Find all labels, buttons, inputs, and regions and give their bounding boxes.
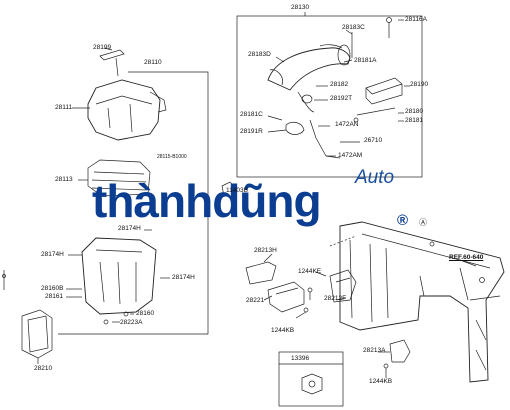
label-26710: 26710 <box>364 137 383 144</box>
label-28113: 28113 <box>55 176 73 183</box>
label-28174H-top: 28174H <box>118 225 141 232</box>
bracket-28221 <box>267 281 305 313</box>
registered-mark: ® <box>397 212 409 229</box>
filter-element <box>87 159 151 197</box>
label-small-note: 28115-B1000 <box>157 154 187 160</box>
label-13396: 13396 <box>291 355 310 362</box>
label-28180: 28180 <box>405 108 424 115</box>
label-1244KB-left: 1244KB <box>271 327 295 334</box>
label-28160B: 28160B <box>41 285 64 292</box>
label-28110: 28110 <box>144 59 162 66</box>
air-duct-28210 <box>21 309 53 359</box>
label-28213H: 28213H <box>254 247 277 254</box>
label-28199: 28199 <box>93 44 112 51</box>
label-28182: 28182 <box>330 81 349 88</box>
label-28116A: 28116A <box>405 16 427 23</box>
reference-circle-a: Ⓐ <box>419 218 427 227</box>
label-11403B: 11403B <box>226 187 248 194</box>
label-28181: 28181 <box>405 117 424 124</box>
intake-hose <box>267 47 351 91</box>
label-28191R: 28191R <box>240 128 263 135</box>
label-28130: 28130 <box>291 4 310 11</box>
label-28213A: 28213A <box>363 347 386 354</box>
resonator-28190 <box>365 77 403 105</box>
group-frame-28110 <box>58 71 209 335</box>
radiator-support <box>339 221 505 383</box>
label-28212F: 28212F <box>324 295 347 302</box>
group-frame-28130 <box>236 15 423 178</box>
watermark-auto: Auto <box>355 167 395 188</box>
label-28190: 28190 <box>410 81 429 88</box>
label-1244KB-right: 1244KB <box>369 378 393 385</box>
label-28210: 28210 <box>34 365 53 372</box>
air-cleaner-housing <box>81 237 157 315</box>
label-28183D: 28183D <box>248 51 271 58</box>
part-box-13396 <box>278 351 344 407</box>
label-ref-60-640: REF.60-640 <box>449 254 484 261</box>
label-28221: 28221 <box>246 297 265 304</box>
nut-13396 <box>301 373 323 395</box>
label-28174H-right: 28174H <box>172 274 195 281</box>
label-28111: 28111 <box>55 104 73 111</box>
label-28223A: 28223A <box>120 319 143 326</box>
watermark-logo: thànhdũng <box>92 175 322 227</box>
label-28183C: 28183C <box>342 24 365 31</box>
label-28160: 28160 <box>136 310 155 317</box>
label-28181A: 28181A <box>354 57 377 64</box>
label-28192T: 28192T <box>330 95 353 102</box>
label-1472AM: 1472AM <box>338 152 363 159</box>
label-28161: 28161 <box>45 293 64 300</box>
label-1472AN: 1472AN <box>335 121 359 128</box>
label-28181C: 28181C <box>240 111 263 118</box>
air-cleaner-cover <box>87 79 161 141</box>
label-28174H-left: 28174H <box>41 251 64 258</box>
label-1244KE: 1244KE <box>298 268 322 275</box>
